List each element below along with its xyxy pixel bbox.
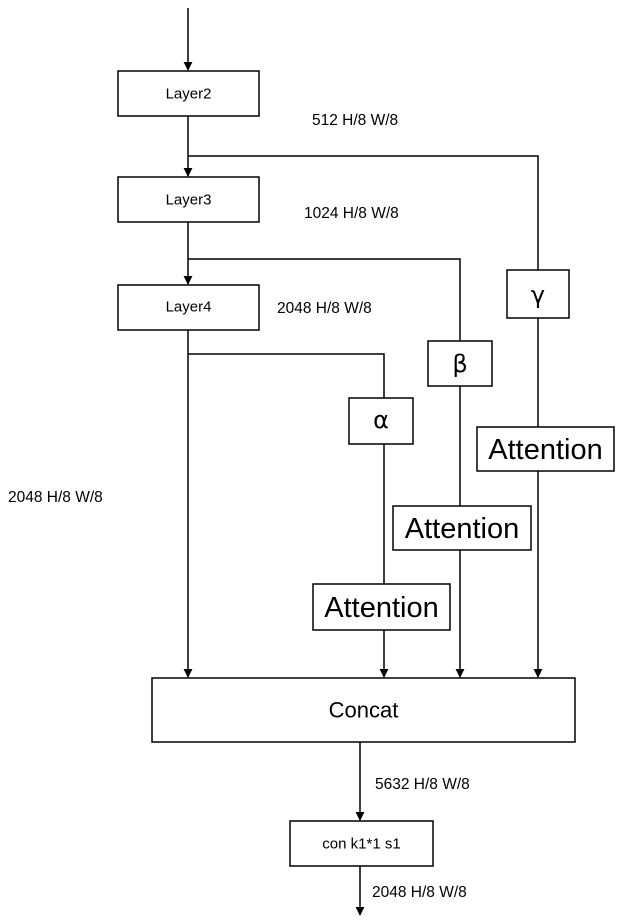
gamma-node: γ [506, 269, 570, 319]
layer4-output-label: 2048 H/8 W/8 [277, 300, 372, 317]
layer3-label: Layer3 [166, 192, 212, 209]
attention-gamma-node: Attention [476, 426, 615, 472]
edge-branch-beta [188, 258, 461, 341]
edge-branch-alpha [188, 353, 385, 398]
layer3-node: Layer3 [117, 176, 260, 223]
attention-gamma-label: Attention [488, 434, 602, 466]
layer4-node: Layer4 [117, 284, 260, 331]
concat-output-label: 5632 H/8 W/8 [375, 776, 470, 793]
beta-label: β [452, 350, 467, 378]
attention-alpha-label: Attention [324, 592, 438, 624]
layer2-node: Layer2 [117, 70, 260, 117]
layer2-output-label: 512 H/8 W/8 [312, 112, 398, 129]
layer2-label: Layer2 [166, 86, 212, 103]
concat-label: Concat [329, 698, 399, 723]
attention-beta-label: Attention [405, 513, 519, 545]
conv-label: con k1*1 s1 [322, 836, 400, 853]
conv-node: con k1*1 s1 [289, 820, 434, 867]
connections [183, 8, 543, 916]
layer3-output-label: 1024 H/8 W/8 [304, 205, 399, 222]
gamma-label: γ [531, 281, 545, 309]
alpha-node: α [348, 397, 414, 445]
attention-alpha-node: Attention [312, 583, 451, 631]
layer4-label: Layer4 [166, 299, 212, 316]
layer4-direct-label: 2048 H/8 W/8 [8, 489, 103, 506]
edge-branch-gamma [188, 155, 539, 270]
dimension-labels: 512 H/8 W/8 1024 H/8 W/8 2048 H/8 W/8 20… [8, 112, 470, 901]
concat-node: Concat [151, 677, 576, 743]
final-output-label: 2048 H/8 W/8 [372, 884, 467, 901]
attention-beta-node: Attention [392, 505, 532, 551]
alpha-label: α [373, 406, 389, 434]
beta-node: β [427, 340, 493, 387]
